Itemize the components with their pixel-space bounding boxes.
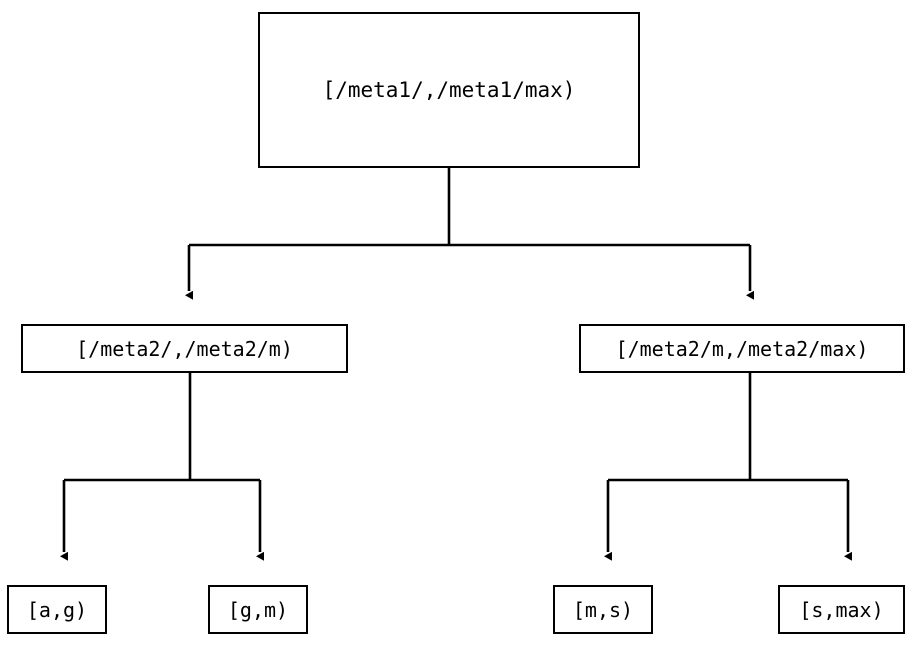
node-mid-left-label: [/meta2/,/meta2/m): [76, 336, 293, 361]
node-leaf-a-g-label: [a,g): [26, 597, 88, 622]
node-leaf-a-g[interactable]: [a,g): [7, 585, 107, 634]
node-leaf-s-max[interactable]: [s,max): [778, 585, 905, 634]
node-leaf-m-s[interactable]: [m,s): [553, 585, 653, 634]
node-root[interactable]: [/meta1/,/meta1/max): [258, 12, 640, 168]
node-mid-right[interactable]: [/meta2/m,/meta2/max): [579, 324, 905, 373]
node-leaf-s-max-label: [s,max): [799, 597, 884, 622]
node-root-label: [/meta1/,/meta1/max): [322, 77, 576, 102]
node-leaf-g-m[interactable]: [g,m): [208, 585, 308, 634]
node-leaf-m-s-label: [m,s): [572, 597, 634, 622]
node-mid-right-label: [/meta2/m,/meta2/max): [615, 336, 869, 361]
node-mid-left[interactable]: [/meta2/,/meta2/m): [21, 324, 348, 373]
node-leaf-g-m-label: [g,m): [227, 597, 289, 622]
